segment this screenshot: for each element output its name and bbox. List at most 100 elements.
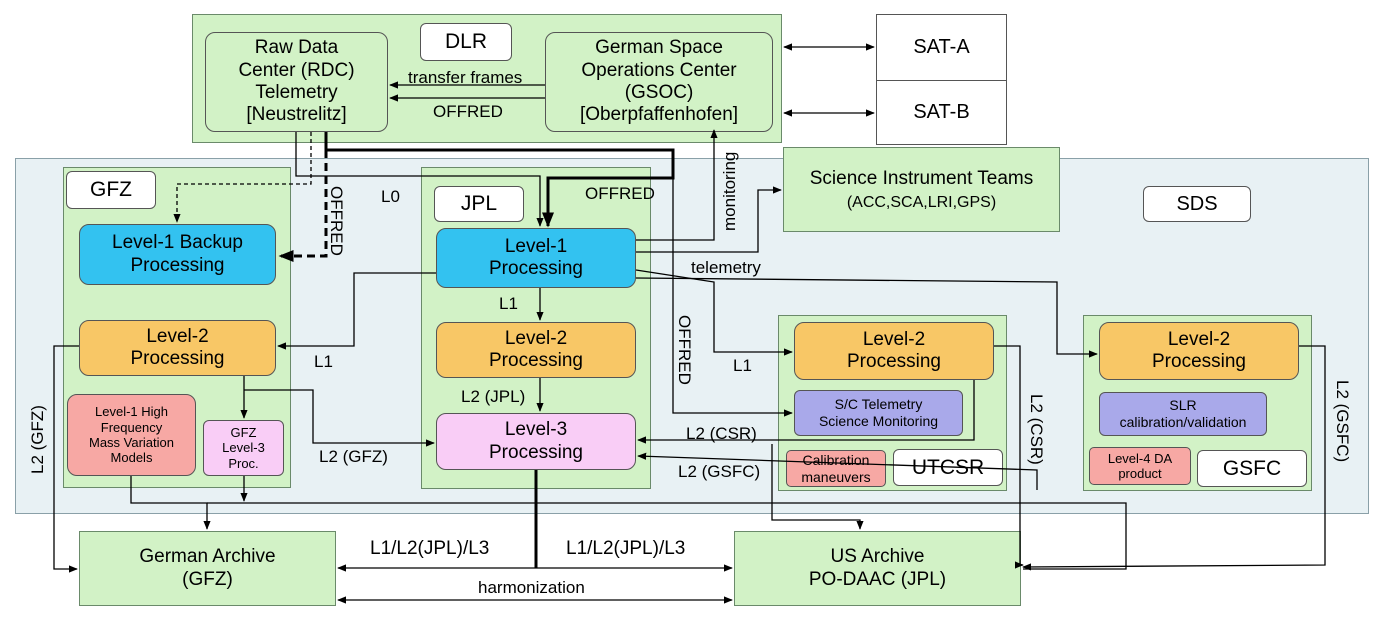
l0-arrow bbox=[295, 132, 544, 227]
gsfc-slr-box: SLR calibration/validation bbox=[1099, 392, 1267, 436]
hf-to-archive-arrow bbox=[130, 476, 211, 530]
gsoc-line-2: Operations Center bbox=[581, 59, 737, 81]
telemetry-label: telemetry bbox=[691, 258, 761, 277]
gfz-label: GFZ bbox=[66, 171, 156, 209]
gfz-level1-backup-box: Level-1 Backup Processing bbox=[79, 224, 276, 285]
jpl-level2-box: Level-2 Processing bbox=[436, 322, 636, 378]
rdc-box: Raw Data Center (RDC) Telemetry [Neustre… bbox=[205, 32, 388, 132]
us-archive-line-2: PO-DAAC (JPL) bbox=[808, 568, 947, 590]
csr-cal-line-2: maneuvers bbox=[801, 468, 871, 485]
gfz-hf-line-3: Mass Variation bbox=[88, 435, 174, 450]
gfz-l3-line-2: Level-3 bbox=[222, 440, 265, 456]
telemetry-csr-arrow bbox=[635, 269, 793, 356]
jpl-l1-line-1: Level-1 bbox=[504, 235, 568, 257]
offred-top-label: OFFRED bbox=[585, 184, 655, 203]
gfz-l1b-line-2: Processing bbox=[130, 254, 225, 276]
sit-line-1: Science Instrument Teams bbox=[809, 167, 1034, 189]
l2-csr-side-arrow bbox=[994, 345, 1024, 569]
gfz-hf-line-1: Level-1 High bbox=[95, 404, 168, 420]
gsfc-l4-line-2: product bbox=[1118, 466, 1162, 481]
l1-gfz-arrow bbox=[277, 272, 436, 350]
l2-gfz-side-arrow bbox=[53, 345, 79, 573]
csr-sct-line-1: S/C Telemetry bbox=[834, 396, 923, 413]
l3-to-us-archive-arrow bbox=[771, 444, 864, 530]
german-archive-box: German Archive (GFZ) bbox=[79, 531, 336, 606]
sat-b-box: SAT-B bbox=[876, 80, 1007, 145]
gfz-l2-line-1: Level-2 bbox=[146, 325, 209, 347]
l1-jpl-label: L1 bbox=[499, 294, 518, 313]
gsfc-level2-box: Level-2 Processing bbox=[1099, 322, 1299, 380]
gsfc-slr-line-1: SLR bbox=[1169, 397, 1197, 414]
gfz-hf-line-4: Models bbox=[110, 450, 153, 466]
gsoc-line-1: German Space bbox=[595, 37, 723, 59]
science-instrument-teams-box: Science Instrument Teams (ACC,SCA,LRI,GP… bbox=[783, 147, 1060, 232]
l2-csr-mid-label: L2 (CSR) bbox=[686, 424, 757, 443]
sit-line-2: (ACC,SCA,LRI,GPS) bbox=[846, 193, 997, 211]
german-archive-line-2: (GFZ) bbox=[182, 568, 233, 590]
sit-arrow bbox=[636, 186, 782, 253]
us-archive-line-1: US Archive bbox=[830, 545, 925, 567]
telemetry-gsfc-arrow bbox=[635, 277, 1098, 358]
gfz-l1b-line-1: Level-1 Backup bbox=[112, 232, 243, 254]
rdc-line-1: Raw Data bbox=[254, 37, 339, 59]
jpl-l2-line-2: Processing bbox=[489, 350, 583, 371]
l2-gsfc-mid-arrow bbox=[637, 452, 1038, 490]
rdc-line-3: Telemetry bbox=[255, 82, 338, 103]
jpl-l3-line-2: Processing bbox=[489, 441, 583, 463]
german-archive-line-1: German Archive bbox=[139, 545, 276, 567]
l2-csr-side-label: L2 (CSR) bbox=[1027, 394, 1046, 465]
jpl-label: JPL bbox=[434, 186, 524, 222]
l1l2l3-left-label: L1/L2(JPL)/L3 bbox=[370, 538, 490, 559]
l2-gsfc-mid-label: L2 (GSFC) bbox=[678, 462, 761, 481]
l1l2l3-right-label: L1/L2(JPL)/L3 bbox=[566, 538, 686, 559]
jpl-level1-box: Level-1 Processing bbox=[436, 228, 636, 288]
offred-gfz-label: OFFRED bbox=[327, 186, 346, 256]
jpl-l1-line-2: Processing bbox=[489, 258, 583, 279]
offred-gfz-dashed-arrow bbox=[278, 150, 328, 262]
monitoring-arrow bbox=[636, 129, 718, 241]
harmonization-label: harmonization bbox=[478, 578, 585, 597]
dlr-label: DLR bbox=[420, 23, 512, 61]
csr-sct-line-2: Science Monitoring bbox=[818, 413, 939, 429]
l0-label: L0 bbox=[381, 187, 400, 206]
l1-csr-label: L1 bbox=[733, 356, 752, 375]
gsoc-box: German Space Operations Center (GSOC) [O… bbox=[545, 32, 773, 132]
gsfc-l2-line-2: Processing bbox=[1152, 351, 1246, 372]
jpl-l2-line-1: Level-2 bbox=[504, 327, 568, 349]
monitoring-label: monitoring bbox=[720, 151, 739, 231]
offred-csr-arrow bbox=[672, 150, 793, 417]
us-archive-box: US Archive PO-DAAC (JPL) bbox=[734, 531, 1021, 606]
transfer-frames-label: transfer frames bbox=[408, 68, 523, 87]
offred-thick-line bbox=[324, 132, 675, 228]
csr-l2-line-1: Level-2 bbox=[862, 328, 926, 350]
l2-gfz-mid-label: L2 (GFZ) bbox=[319, 447, 388, 466]
l2-jpl-label: L2 (JPL) bbox=[461, 387, 526, 406]
sds-label: SDS bbox=[1143, 186, 1251, 222]
gsoc-line-3: (GSOC) bbox=[624, 82, 694, 103]
csr-l2-line-2: Processing bbox=[847, 351, 941, 372]
offred-dlr-label: OFFRED bbox=[433, 102, 503, 121]
l0-gfz-dashed-arrow bbox=[173, 132, 312, 223]
offred-csr-label: OFFRED bbox=[675, 315, 694, 385]
jpl-l3-line-1: Level-3 bbox=[504, 419, 568, 441]
gfz-l2-line-2: Processing bbox=[130, 348, 225, 369]
l2-csr-mid-arrow bbox=[637, 380, 975, 444]
gfz-hf-line-2: Frequency bbox=[100, 419, 163, 435]
gfz-l3-line-1: GFZ bbox=[230, 425, 257, 440]
rdc-line-2: Center (RDC) bbox=[238, 59, 355, 81]
gfz-level3-box: GFZ Level-3 Proc. bbox=[203, 420, 284, 476]
l2-gsfc-side-arrow bbox=[1022, 345, 1326, 571]
gfz-l3-line-3: Proc. bbox=[228, 455, 259, 471]
jpl-level3-box: Level-3 Processing bbox=[436, 413, 636, 470]
l1-gfz-label: L1 bbox=[314, 352, 333, 371]
gsoc-line-4: [Oberpfaffenhofen] bbox=[579, 104, 739, 126]
rdc-line-4: [Neustrelitz] bbox=[246, 104, 347, 126]
csr-sc-telemetry-box: S/C Telemetry Science Monitoring bbox=[794, 390, 963, 436]
csr-level2-box: Level-2 Processing bbox=[794, 322, 994, 380]
l2-gsfc-side-label: L2 (GSFC) bbox=[1333, 380, 1352, 463]
l2-gfz-side-label: L2 (GFZ) bbox=[28, 405, 47, 474]
csr-calibration-box: Calibration maneuvers bbox=[786, 450, 886, 487]
sat-a-box: SAT-A bbox=[876, 14, 1007, 81]
gfz-level2-box: Level-2 Processing bbox=[79, 320, 276, 376]
